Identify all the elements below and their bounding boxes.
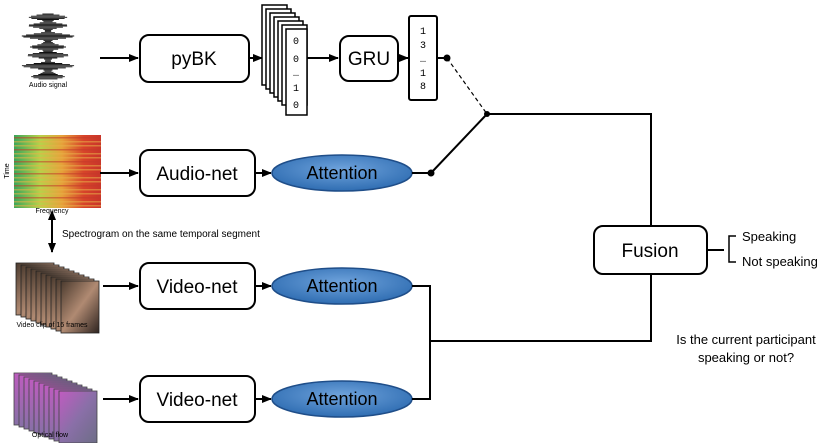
gru-value: 1 [420, 27, 426, 38]
video-branch-to-fusion [430, 275, 652, 342]
binary-value: … [293, 69, 299, 80]
optical-flow-image [13, 372, 98, 443]
gru-value: … [420, 55, 426, 66]
audio-net-label: Audio-net [156, 164, 238, 185]
spectrogram-note: Spectrogram on the same temporal segment [62, 229, 260, 240]
spectrogram-image [14, 135, 101, 208]
binary-value: 0 [293, 55, 299, 66]
fusion-label: Fusion [621, 241, 678, 262]
switch-lever [430, 113, 488, 174]
question-line-2: speaking or not? [698, 350, 794, 365]
video-clip-image [15, 262, 100, 334]
binary-value: 0 [293, 101, 299, 112]
video-net-label-1: Video-net [157, 277, 239, 298]
audio-signal-caption: Audio signal [29, 82, 68, 89]
gru-value: 1 [420, 69, 426, 80]
output-speaking: Speaking [742, 229, 796, 244]
gru-label: GRU [348, 49, 390, 70]
audio-branch-to-fusion [487, 113, 652, 225]
output-bracket [728, 235, 736, 263]
binary-vector: 0 0 … 1 0 [293, 37, 299, 112]
attention-audio-label: Attention [306, 163, 377, 183]
binary-value: 0 [293, 37, 299, 48]
gru-value: 3 [420, 41, 426, 52]
video-clip-caption: Video clip of 16 frames [16, 322, 88, 329]
time-axis-label: Time [4, 163, 11, 178]
binary-value: 1 [293, 84, 299, 95]
video-net-label-2: Video-net [157, 390, 239, 411]
attention-flow-label: Attention [306, 389, 377, 409]
optical-flow-caption: Optical flow [32, 432, 69, 439]
audio-waveform-image [21, 13, 75, 80]
output-not-speaking: Not speaking [742, 254, 818, 269]
video-merge-line [412, 285, 431, 400]
attention-video-label: Attention [306, 276, 377, 296]
binary-vector-stack [261, 4, 308, 116]
question-line-1: Is the current participant [676, 332, 816, 347]
pybk-label: pyBK [171, 49, 217, 70]
dashed-switch-line [446, 57, 488, 115]
frequency-axis-label: Frequency [35, 208, 69, 215]
gru-value: 8 [420, 82, 426, 93]
